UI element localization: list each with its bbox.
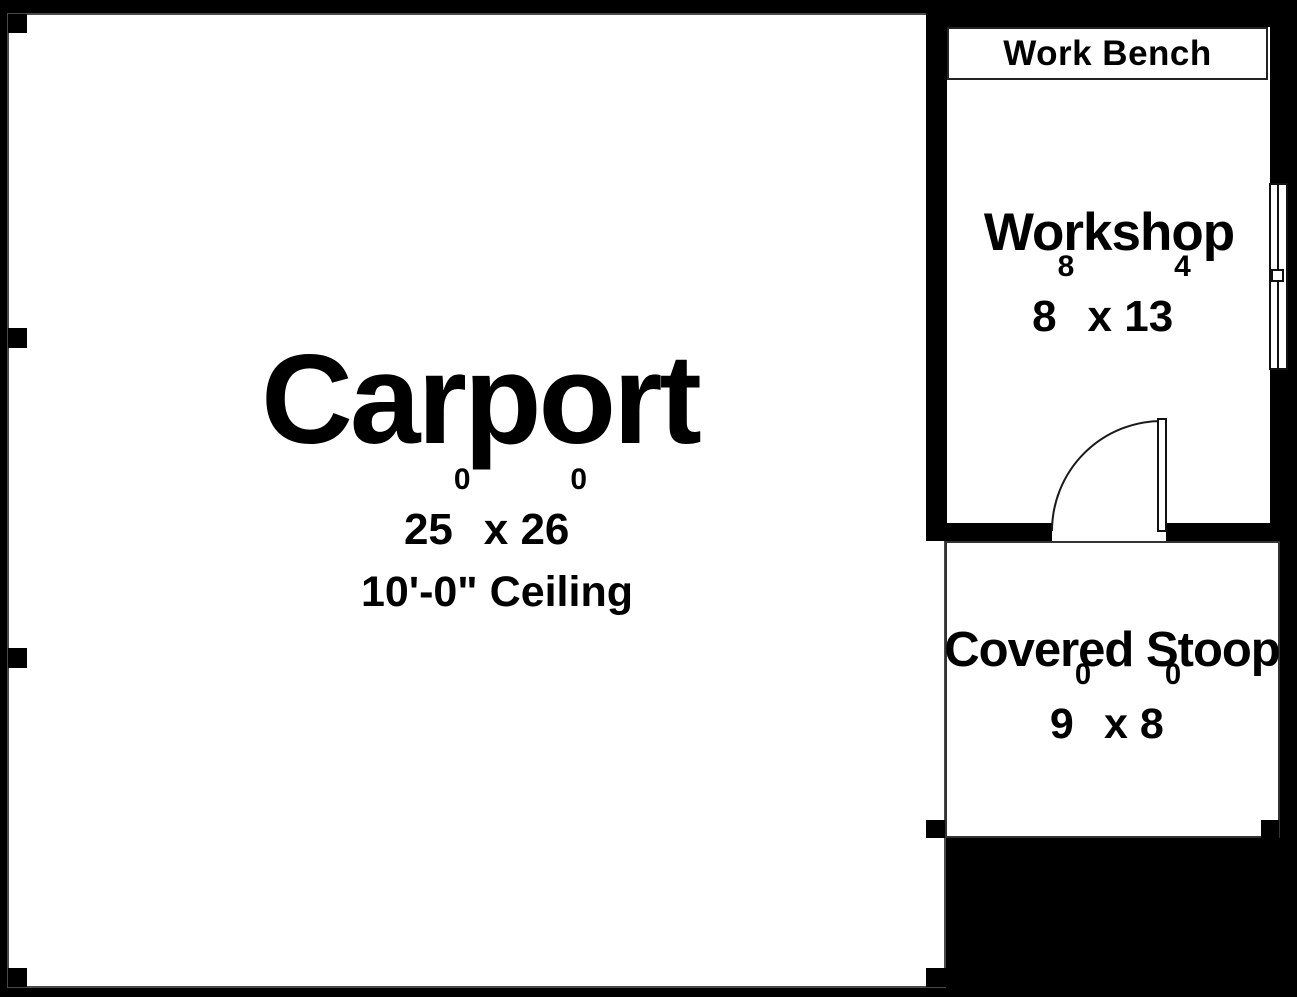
covered-stoop-length: 8 (1139, 700, 1164, 748)
covered-stoop-floor (945, 541, 1280, 838)
post-bottom-right (926, 968, 946, 987)
window-icon (1269, 183, 1288, 370)
workshop-floor (947, 27, 1270, 523)
covered-stoop-length-sup: 0 (1164, 659, 1182, 692)
carport-dimensions: 250 x 260 (403, 464, 588, 554)
covered-stoop-dim-separator: x (1092, 700, 1140, 748)
post-left-upper (8, 328, 27, 348)
workshop-wall-bottom-right (1166, 523, 1292, 541)
carport-label: Carport (261, 328, 702, 470)
workshop-wall-top (926, 8, 1292, 27)
carport-width: 25 (403, 505, 453, 554)
door-opening (1052, 523, 1166, 541)
carport-width-sup: 0 (453, 462, 471, 496)
covered-stoop-width: 9 (1049, 700, 1074, 748)
post-left-lower (8, 648, 27, 668)
workshop-width: 8 (1032, 292, 1057, 341)
post-top-left (8, 14, 27, 33)
workshop-dim-separator: x (1075, 292, 1125, 341)
carport-dim-separator: x (471, 505, 521, 554)
work-bench-label: Work Bench (1003, 33, 1212, 73)
workshop-wall-bottom-left (926, 523, 1052, 541)
workshop-wall-left (926, 8, 947, 541)
workshop-length: 13 (1124, 292, 1174, 341)
window-sash (1271, 269, 1284, 282)
post-stoop-left (926, 820, 945, 838)
door-swing-icon (1051, 418, 1167, 532)
post-bottom-left (8, 968, 27, 987)
workshop-width-sup: 8 (1057, 249, 1075, 283)
carport-length-sup: 0 (570, 462, 588, 496)
covered-stoop-label: Covered Stoop (944, 623, 1280, 677)
workshop-label: Workshop (983, 203, 1235, 262)
work-bench: Work Bench (947, 27, 1268, 80)
workshop-length-sup: 4 (1174, 249, 1191, 283)
carport-floor (7, 13, 946, 988)
workshop-dimensions: 88 x 134 (1032, 251, 1192, 341)
covered-stoop-dimensions: 90 x 80 (1049, 660, 1182, 748)
post-stoop-right (1261, 820, 1279, 838)
covered-stoop-width-sup: 0 (1074, 659, 1092, 692)
carport-ceiling-note: 10'-0" Ceiling (361, 568, 633, 616)
carport-length: 26 (520, 505, 570, 554)
